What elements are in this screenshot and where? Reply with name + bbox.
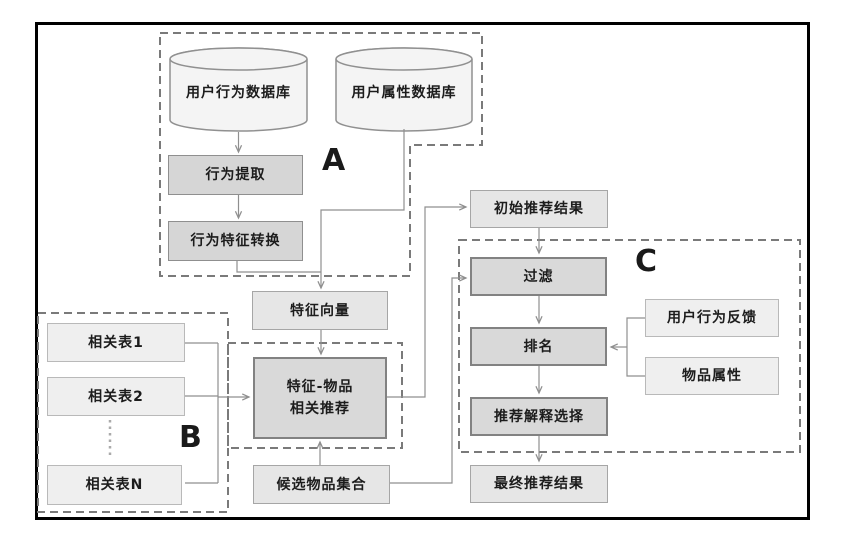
database-cylinder-icon-attribute xyxy=(335,47,473,132)
node-behavior-feature-transform: 行为特征转换 xyxy=(168,221,303,261)
feature-item-outline xyxy=(227,342,403,449)
node-candidate-item-set: 候选物品集合 xyxy=(253,465,390,504)
node-feature-item-recommend-line2: 相关推荐 xyxy=(290,401,350,417)
node-final-result: 最终推荐结果 xyxy=(470,465,608,503)
node-behavior-extract: 行为提取 xyxy=(168,155,303,195)
node-related-table-n: 相关表N xyxy=(47,465,182,505)
region-c-label: C xyxy=(635,244,658,279)
node-feature-item-recommend-line1: 特征-物品 xyxy=(286,379,354,395)
node-related-table-2: 相关表2 xyxy=(47,377,185,416)
node-related-table-1: 相关表1 xyxy=(47,323,185,362)
node-initial-result: 初始推荐结果 xyxy=(470,190,608,228)
node-feature-item-recommend: 特征-物品 相关推荐 xyxy=(253,357,387,439)
node-user-behavior-feedback: 用户行为反馈 xyxy=(645,299,779,337)
node-ranking: 排名 xyxy=(470,327,607,366)
node-item-attribute: 物品属性 xyxy=(645,357,779,395)
node-feature-vector: 特征向量 xyxy=(252,291,388,330)
node-explanation-selection: 推荐解释选择 xyxy=(470,397,608,436)
database-cylinder-icon-behavior xyxy=(169,47,308,132)
node-filter: 过滤 xyxy=(470,257,607,296)
node-user-attribute-db-label: 用户属性数据库 xyxy=(351,85,457,101)
node-user-behavior-db-label: 用户行为数据库 xyxy=(186,85,291,101)
region-a-outline xyxy=(159,32,483,277)
region-b-label: B xyxy=(179,420,202,455)
region-a-label: A xyxy=(322,143,346,178)
region-c-outline xyxy=(458,239,801,453)
